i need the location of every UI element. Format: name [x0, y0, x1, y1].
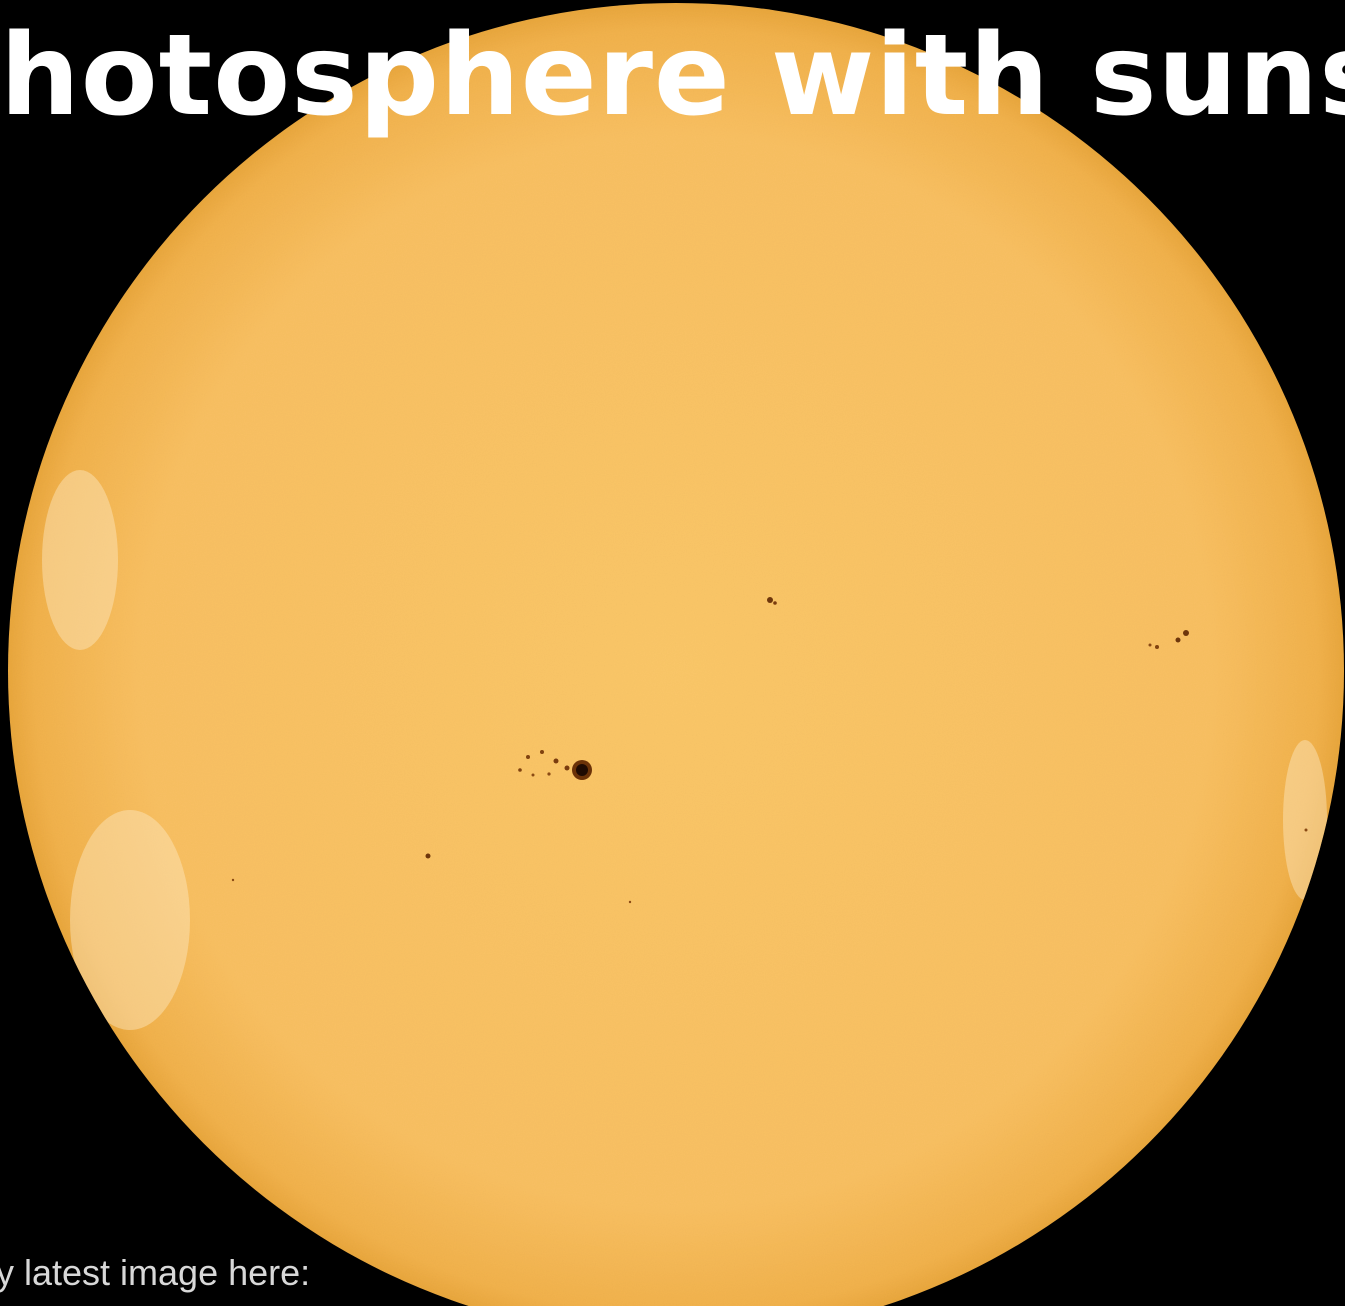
- sunspot-group-center: [767, 597, 777, 605]
- sunspot-small: [1183, 630, 1189, 636]
- sunspot-small: [526, 755, 530, 759]
- caption-text: y latest image here:: [0, 1252, 311, 1293]
- sunspot-small: [1155, 645, 1159, 649]
- sunspot-small: [564, 765, 570, 771]
- sunspot-small: [773, 601, 777, 605]
- sunspot-small: [1175, 637, 1181, 643]
- sunspot-small: [231, 878, 235, 882]
- sunspot-group-lower: [231, 828, 1308, 904]
- facula-left-upper: [42, 470, 118, 650]
- sunspot-large-umbra: [576, 764, 588, 776]
- sun-disk: [8, 3, 1344, 1306]
- sunspot-small: [767, 597, 773, 603]
- sunspot-group-right: [1148, 630, 1189, 649]
- facula-right-limb: [1283, 740, 1327, 900]
- sunspot-small: [628, 900, 632, 904]
- sunspot-small: [547, 772, 551, 776]
- facula-left-lower: [70, 810, 190, 1030]
- sunspot-small: [540, 750, 544, 754]
- image-title: hotosphere with sunspo: [0, 14, 1345, 141]
- sunspot-small: [1304, 828, 1308, 832]
- sunspot-small: [553, 758, 559, 764]
- sunspot-group-main: [518, 750, 592, 780]
- sunspot-small: [531, 773, 535, 777]
- sunspot-small: [425, 853, 431, 859]
- sunspot-small: [518, 768, 522, 772]
- faculae-regions: [42, 470, 1327, 1030]
- sunspot-small: [1148, 643, 1152, 647]
